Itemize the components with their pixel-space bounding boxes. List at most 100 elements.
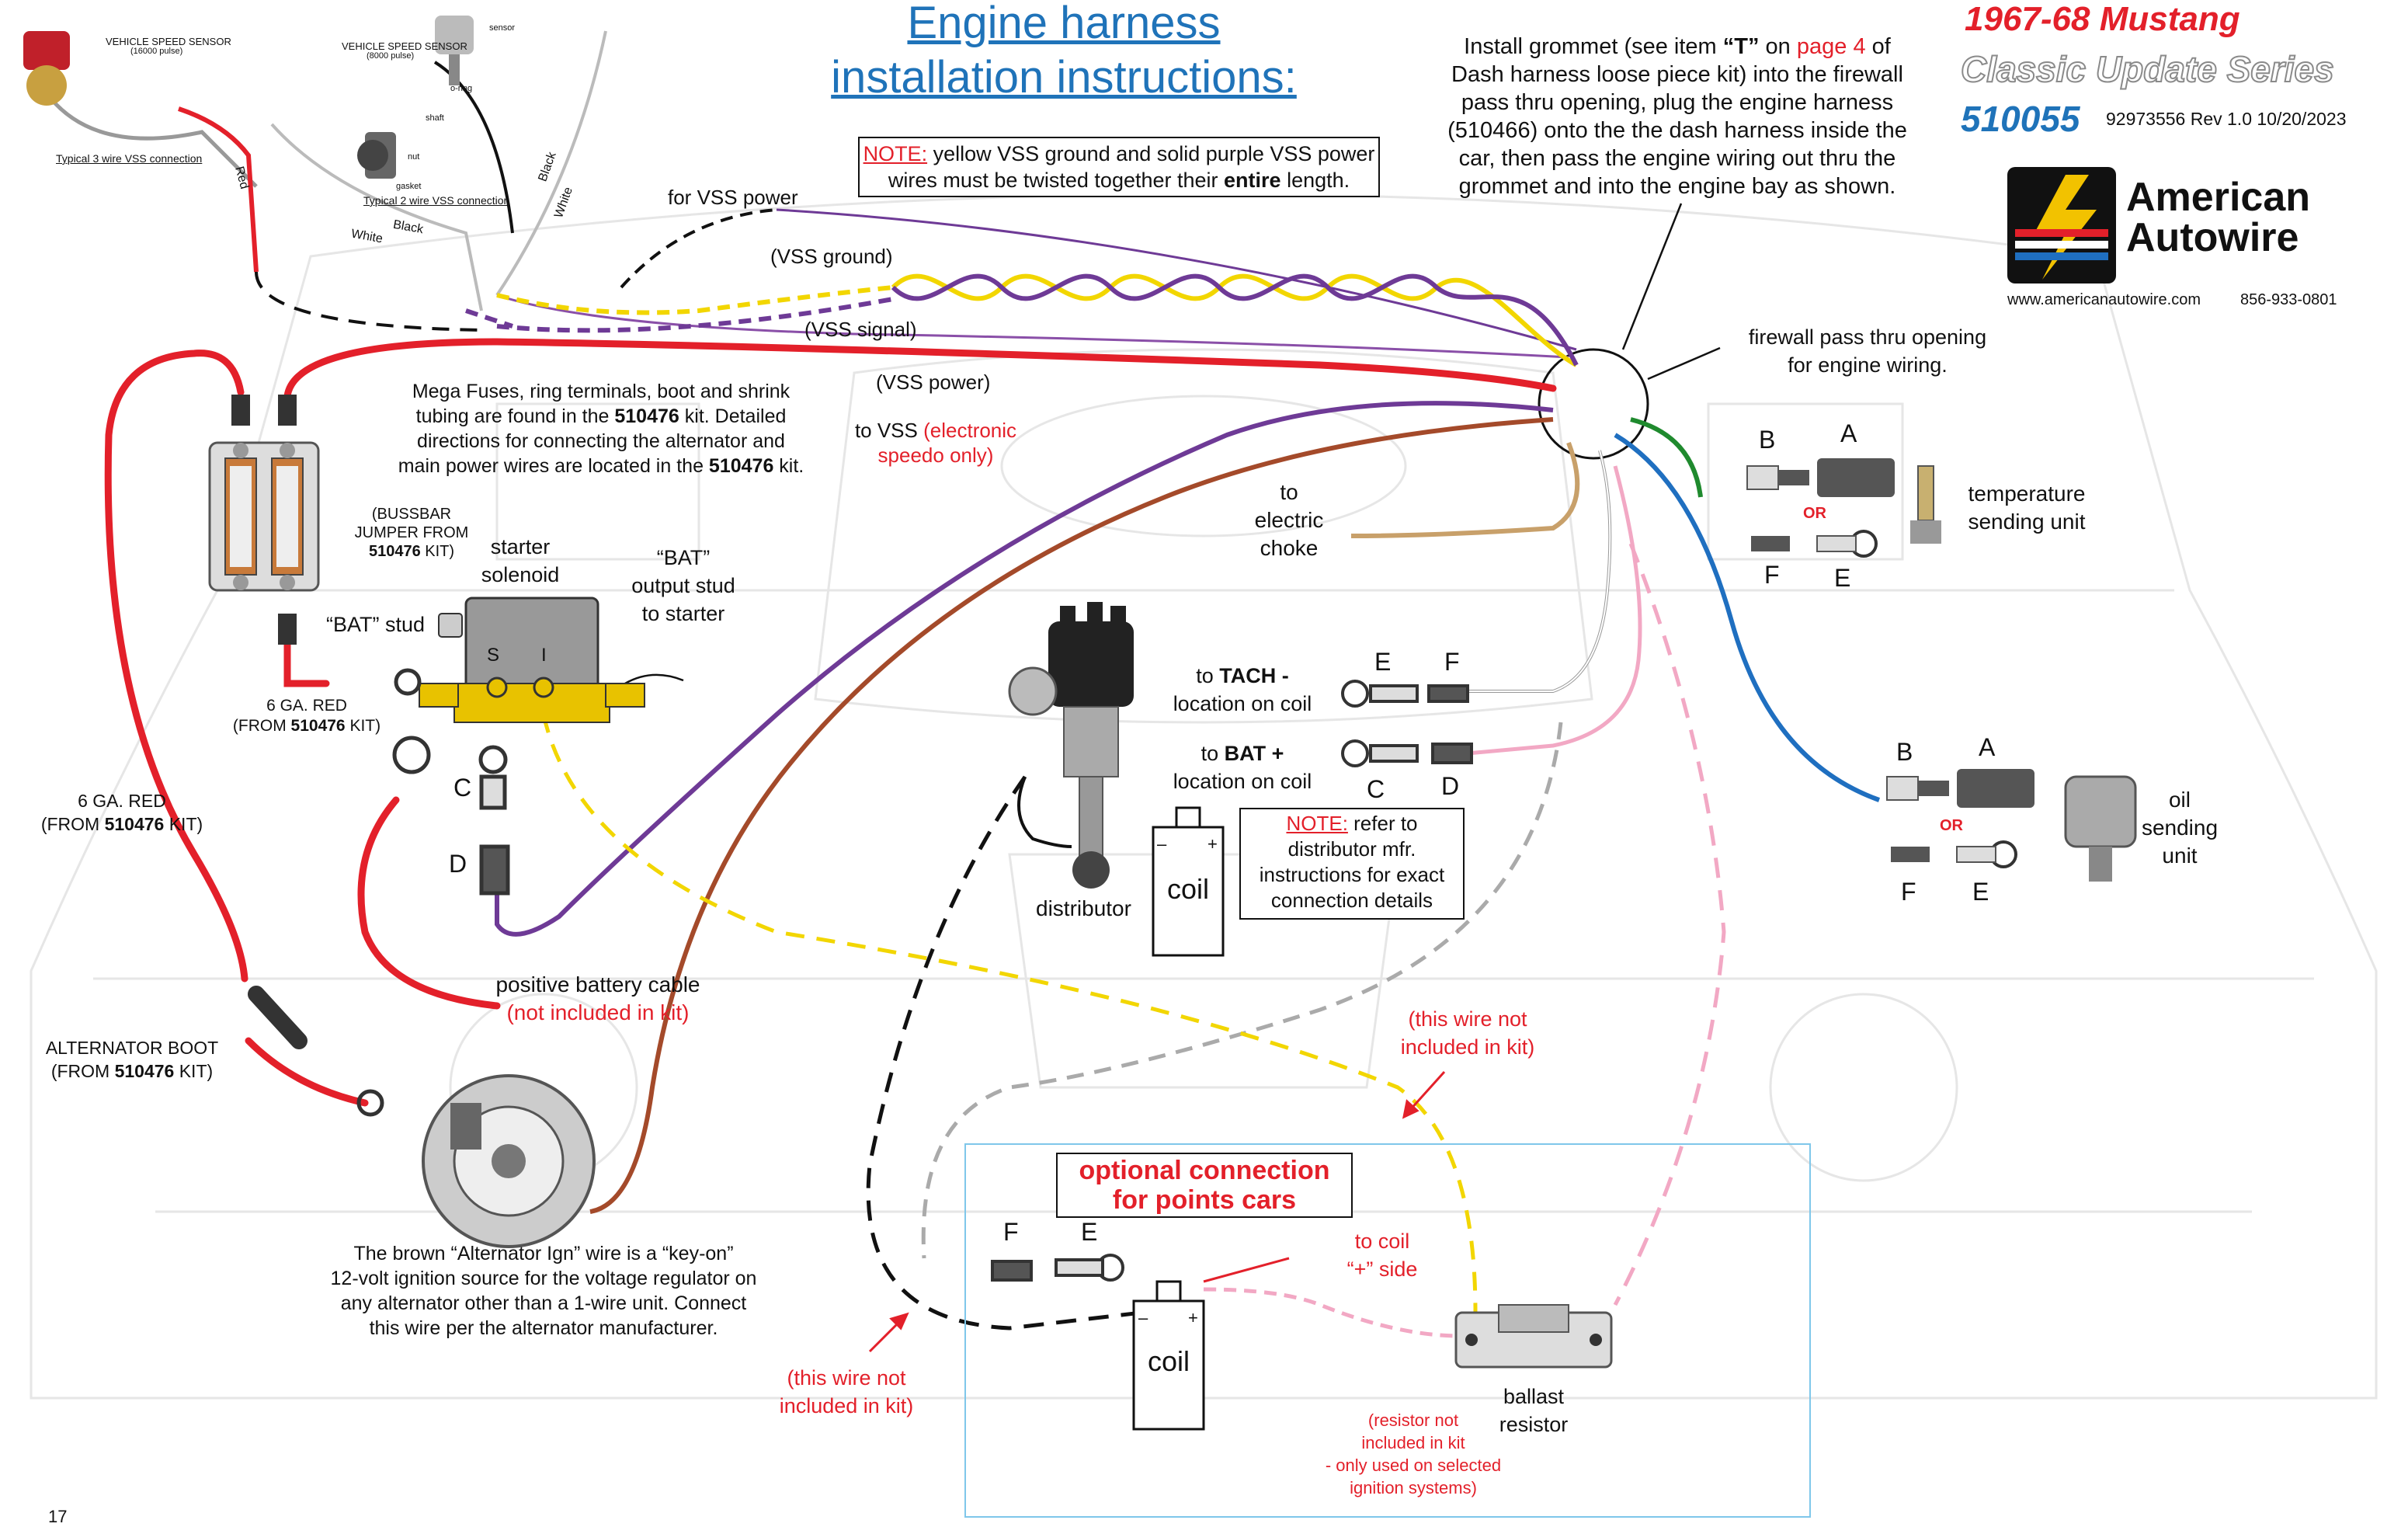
tan-choke-wire <box>1350 441 1580 538</box>
six-ga-label-b: 6 GA. RED (FROM 510476 KIT) <box>40 791 203 834</box>
optional-pink-wire <box>1203 1287 1461 1338</box>
vss-part-oring: o-ring <box>450 84 473 93</box>
coil-upper-minus: – <box>1157 834 1167 854</box>
oil-f-label: F <box>1901 878 1916 906</box>
vss-part-sensor: sensor <box>489 23 516 33</box>
leader-lines <box>624 203 1721 685</box>
title-line-2: installation instructions: <box>831 52 1297 103</box>
firewall-line-1: firewall pass thru opening <box>1748 325 1987 349</box>
label-to-vss: to VSS (electronic speedo only) <box>831 418 1041 468</box>
temp-sender-label: temperature sending unit <box>1968 482 2086 534</box>
electronic-speedo-a: (electronic <box>923 419 1017 442</box>
grommet-l1-e: of <box>1865 34 1891 59</box>
temp-f-label: F <box>1764 561 1780 589</box>
grommet-line-3: pass thru opening, plug the engine harne… <box>1461 90 1894 115</box>
bat-stud-label: “BAT” stud <box>326 613 426 636</box>
red-arrows <box>868 1070 1446 1353</box>
label-for-vss-power: for VSS power <box>668 186 798 209</box>
brown-wire-paragraph: The brown “Alternator Ign” wire is a “ke… <box>330 1243 757 1339</box>
grommet-line-5: car, then pass the engine wiring out thr… <box>1458 146 1896 171</box>
mega-line-4: main power wires are located in the 5104… <box>398 455 804 477</box>
grommet-line-2: Dash harness loose piece kit) into the f… <box>1451 62 1903 87</box>
title-line-1: Engine harness <box>907 0 1221 48</box>
vss-note-line-1: NOTE: yellow VSS ground and solid purple… <box>860 140 1378 168</box>
coil-lower-drawing <box>1132 1280 1205 1431</box>
mega-line-1: Mega Fuses, ring terminals, boot and shr… <box>412 381 791 402</box>
vss-part-shaft: shaft <box>426 113 444 123</box>
vss2-title: VEHICLE SPEED SENSOR <box>342 40 467 52</box>
vss-note-text-c: length. <box>1280 169 1350 192</box>
yellow-dashed-wire <box>541 714 1478 1313</box>
not-included-label-2: (this wire not included in kit) <box>779 1366 914 1417</box>
vss3-sub: (16000 pulse) <box>130 47 183 56</box>
opt-e-label: E <box>1081 1218 1098 1246</box>
mega-line-3: directions for connecting the alternator… <box>417 430 785 452</box>
coil-d-label: D <box>1441 772 1460 800</box>
label-vss-power: (VSS power) <box>876 370 991 394</box>
model-title: 1967-68 Mustang <box>1965 0 2240 38</box>
distributor-drawing <box>1008 602 1134 889</box>
vss-note-bold: entire <box>1224 169 1281 192</box>
grommet-page-link[interactable]: page 4 <box>1796 34 1866 59</box>
ballast-resistor-drawing <box>1454 1304 1613 1369</box>
pink-dashed-wire <box>1613 543 1726 1306</box>
oil-a-label: A <box>1979 733 1996 761</box>
temperature-sender-drawing <box>1746 458 1941 558</box>
temp-e-label: E <box>1834 564 1851 592</box>
label-vss-ground: (VSS ground) <box>770 245 893 268</box>
grommet-l1-b: “T” <box>1722 34 1760 59</box>
oil-b-label: B <box>1896 738 1913 766</box>
vss-note-line-2: wires must be twisted together their ent… <box>860 166 1378 194</box>
label-vss-signal: (VSS signal) <box>804 318 917 341</box>
vss-note-box: NOTE: yellow VSS ground and solid purple… <box>858 137 1380 197</box>
firewall-label: firewall pass thru opening for engine wi… <box>1724 323 2011 379</box>
oil-or-label: OR <box>1940 817 1963 834</box>
white-tach-wire <box>1444 450 1612 693</box>
black-dashed-wire <box>866 775 1142 1330</box>
american-autowire-logo-mark <box>2007 167 2116 283</box>
to-vss-text: to VSS <box>854 419 918 442</box>
optional-connection-title-box: optional connection for points cars <box>1056 1153 1353 1218</box>
kit-number: 510055 <box>1961 99 2080 139</box>
oil-e-label: E <box>1972 878 1989 906</box>
coil-lower-minus: – <box>1138 1308 1148 1327</box>
red-power-wires <box>104 338 1557 1107</box>
grommet-instructions: Install grommet (see item “T” on page 4 … <box>1429 33 1926 200</box>
blue-oil-wire <box>1614 433 1881 802</box>
oil-sender-drawing <box>1886 769 2137 882</box>
coil-upper-plus: + <box>1207 834 1218 854</box>
temp-b-label: B <box>1759 426 1776 454</box>
coil-e-label: E <box>1374 648 1392 676</box>
vss3-title: VEHICLE SPEED SENSOR <box>106 36 231 47</box>
resistor-note: (resistor not included in kit - only use… <box>1325 1410 1502 1497</box>
coil-upper-label: coil <box>1166 873 1210 905</box>
vss2-sub: (8000 pulse) <box>367 51 415 61</box>
grommet-l1-a: Install grommet (see item <box>1464 34 1723 59</box>
temp-a-label: A <box>1840 419 1857 447</box>
doc-info: 92973556 Rev 1.0 10/20/2023 <box>2106 109 2347 129</box>
opt-f-label: F <box>1003 1218 1019 1246</box>
battery-cable-label: positive battery cable (not included in … <box>495 972 700 1024</box>
distributor-label: distributor <box>1036 896 1131 920</box>
to-coil-plus-label: to coil “+” side <box>1346 1230 1418 1281</box>
mega-line-2: tubing are found in the 510476 kit. Deta… <box>415 405 787 427</box>
starter-solenoid-label: starter solenoid <box>481 535 560 586</box>
vss-part-gasket: gasket <box>396 182 422 191</box>
grommet-l1-c: on <box>1759 34 1797 59</box>
distributor-note-box: NOTE: refer to distributor mfr. instruct… <box>1239 808 1465 920</box>
grommet-line-4: (510466) onto the the dash harness insid… <box>1447 118 1907 143</box>
temp-or-label: OR <box>1803 505 1826 522</box>
green-temp-wire <box>1630 417 1703 498</box>
coil-upper-drawing <box>1152 806 1225 957</box>
grommet-line-6: grommet and into the engine bay as shown… <box>1458 174 1896 199</box>
vss-note-text-a: yellow VSS ground and solid purple VSS p… <box>927 142 1375 165</box>
coil-lower-plus: + <box>1188 1308 1198 1327</box>
mega-fuse-block <box>208 395 320 645</box>
optional-connection-box <box>964 1143 1811 1518</box>
purple-vss-wire <box>495 401 1554 937</box>
alternator-drawing <box>248 986 596 1248</box>
bussbar-label: (BUSSBAR JUMPER FROM 510476 KIT) <box>354 506 469 560</box>
coil-terminals <box>991 680 1473 1282</box>
